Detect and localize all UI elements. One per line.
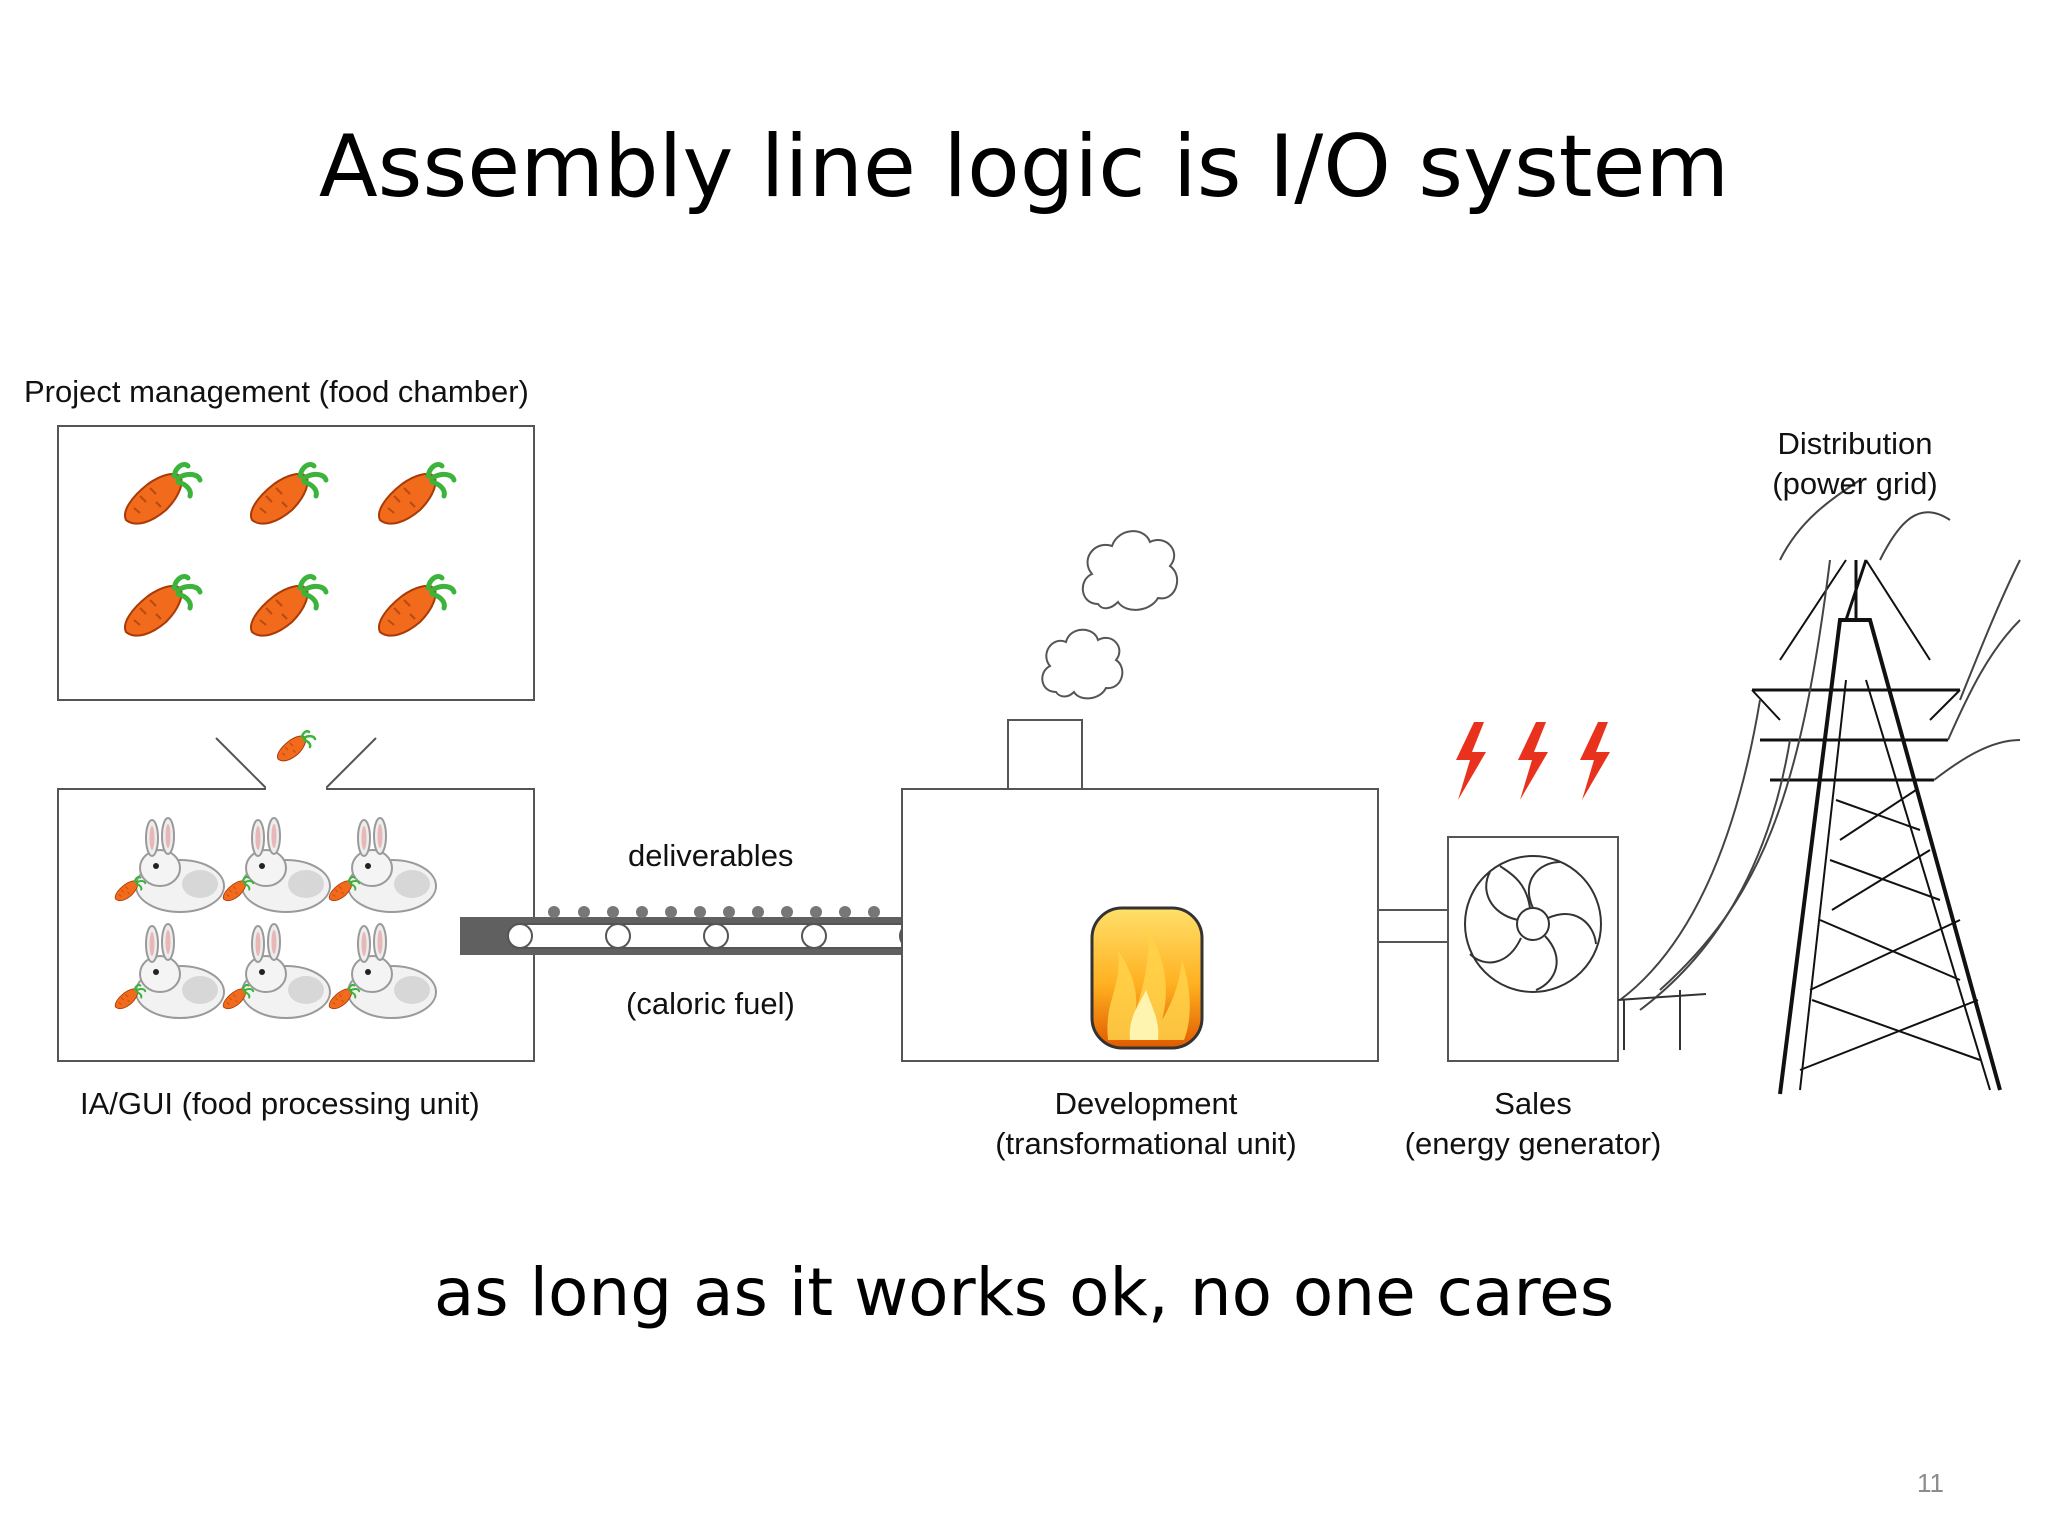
lightning-bolt-icon xyxy=(1580,722,1610,800)
development-label: Development (transformational unit) xyxy=(976,1084,1316,1164)
distribution-label: Distribution (power grid) xyxy=(1740,424,1970,504)
lightning-bolt-icon xyxy=(1518,722,1548,800)
fire-icon xyxy=(1090,906,1204,1050)
funnel-line-left xyxy=(215,737,267,789)
slide-caption: as long as it works ok, no one cares xyxy=(433,1254,1615,1331)
lightning-bolt-icon xyxy=(1456,722,1486,800)
power-pylon-icon xyxy=(1751,559,2002,1095)
falling-carrot-icon xyxy=(276,729,317,763)
smoke-cloud-icon xyxy=(1041,530,1179,700)
page-number: 11 xyxy=(1917,1468,1944,1498)
energy-generator-box xyxy=(1447,836,1619,1062)
distribution-label-line2: (power grid) xyxy=(1772,466,1938,501)
development-label-line2: (transformational unit) xyxy=(995,1126,1297,1161)
ia-gui-label: IA/GUI (food processing unit) xyxy=(80,1086,480,1121)
sales-label-line2: (energy generator) xyxy=(1404,1126,1662,1161)
deliverables-label: deliverables xyxy=(628,838,794,873)
chimney xyxy=(1007,719,1083,791)
sales-label-line1: Sales xyxy=(1494,1086,1572,1121)
conveyor-belt xyxy=(460,917,976,955)
food-chamber-box xyxy=(57,425,535,701)
caloric-fuel-label: (caloric fuel) xyxy=(626,986,795,1021)
funnel-line-right xyxy=(325,737,377,789)
distribution-label-line1: Distribution xyxy=(1777,426,1933,461)
drive-shaft xyxy=(1377,909,1449,943)
project-management-label: Project management (food chamber) xyxy=(24,374,529,409)
sales-label: Sales (energy generator) xyxy=(1386,1084,1680,1164)
fan-icon xyxy=(1464,855,1602,993)
slide-title: Assembly line logic is I/O system xyxy=(318,117,1730,217)
deliverable-items xyxy=(548,906,880,918)
power-lines xyxy=(1617,479,2021,1050)
development-label-line1: Development xyxy=(1054,1086,1238,1121)
